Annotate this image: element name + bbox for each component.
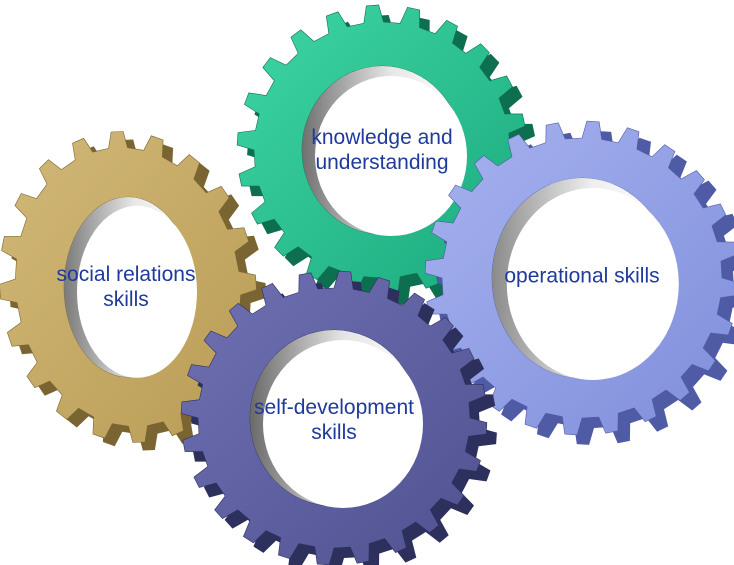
gear-label-operational-skills: operational skills [504,263,659,288]
gear-label-social-relations-skills: social relations skills [57,262,196,312]
gear-opening [506,188,679,380]
gear-label-knowledge-and-understanding: knowledge and understanding [311,125,452,175]
gear-label-line: understanding [315,151,449,174]
gear-opening [315,76,467,236]
gear-opening [77,205,197,378]
gear-label-line: social relations [56,262,196,286]
gear-label-line: self-development [254,395,414,419]
gear-opening [263,340,423,508]
gear-label-line: knowledge and [311,125,453,149]
gear-social [0,131,267,451]
gear-label-line: skills [311,421,357,444]
gear-label-self-development-skills: self-development skills [254,395,414,445]
gear-operational [424,120,734,445]
gear-label-line: skills [103,288,149,311]
gear-label-line: operational skills [504,264,660,288]
gear-selfdev [180,270,497,565]
